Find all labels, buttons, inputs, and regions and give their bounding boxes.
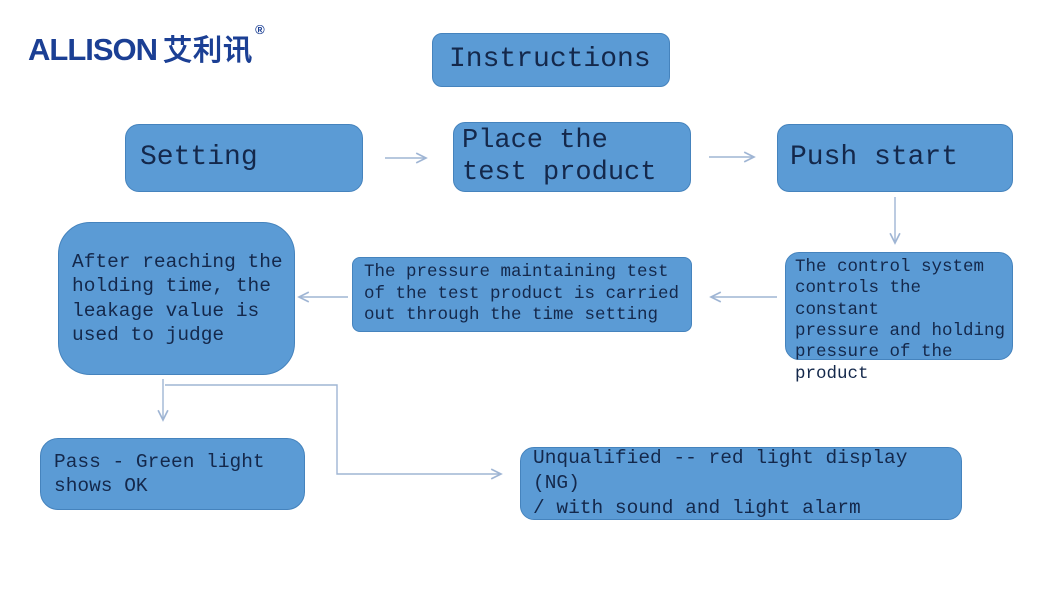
node-unqualified-red-light: Unqualified -- red light display (NG) / … (520, 447, 962, 520)
brand-logo-latin: ALLISON (28, 32, 158, 67)
node-push-start: Push start (777, 124, 1013, 192)
node-instructions: Instructions (432, 33, 670, 87)
brand-logo-chinese: 艾利讯 (163, 35, 254, 67)
registered-trademark-icon: ® (255, 22, 265, 37)
node-control-system: The control system controls the constant… (785, 252, 1013, 384)
node-place-test-product: Place the test product (453, 122, 691, 192)
node-pass-green-light: Pass - Green light shows OK (40, 438, 305, 510)
node-after-holding-time: After reaching the holding time, the lea… (58, 222, 295, 375)
node-setting: Setting (125, 124, 363, 192)
node-pressure-maintaining-test: The pressure maintaining test of the tes… (352, 257, 692, 332)
